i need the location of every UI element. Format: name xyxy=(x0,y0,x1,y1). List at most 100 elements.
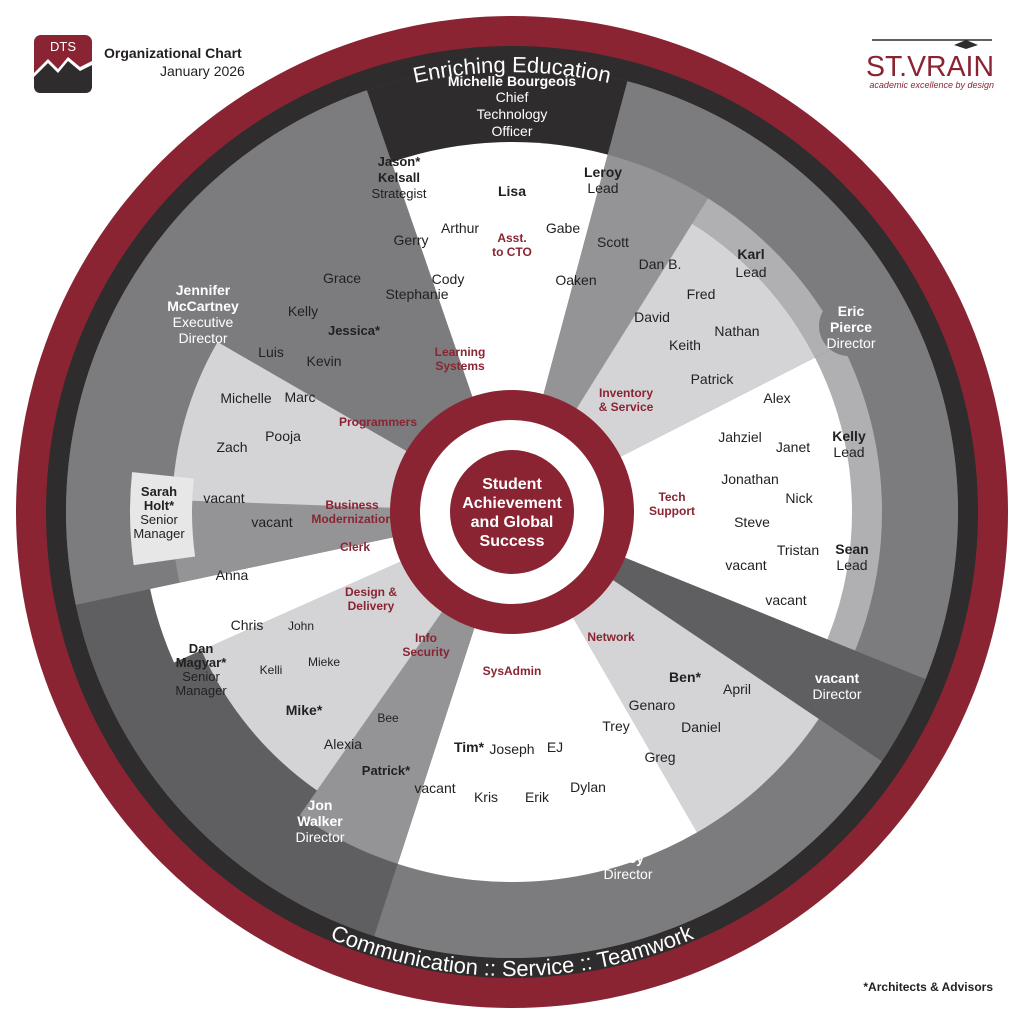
jennifer-title: Director xyxy=(178,330,227,346)
member: April xyxy=(723,681,751,697)
member: Zach xyxy=(216,439,247,455)
cto-title: Officer xyxy=(492,123,533,139)
eric-name: Pierce xyxy=(830,319,872,335)
gina-name: Gina xyxy=(612,834,643,850)
team-label: Support xyxy=(649,504,695,518)
asst-title: Asst. xyxy=(497,231,526,245)
stvrain-tagline: academic excellence by design xyxy=(869,80,994,90)
strategist-name: Jason* xyxy=(378,154,422,169)
member: Genaro xyxy=(629,697,676,713)
member: Erik xyxy=(525,789,550,805)
center-line: and Global xyxy=(471,514,554,531)
member: Anna xyxy=(216,567,249,583)
member: Jessica* xyxy=(328,323,381,338)
sarah-title: Manager xyxy=(133,526,185,541)
sarah-name: Holt* xyxy=(144,498,175,513)
eric-badge xyxy=(819,296,879,356)
center-line: Success xyxy=(480,533,545,550)
team-label: SysAdmin xyxy=(483,664,542,678)
member: Michelle xyxy=(220,390,272,406)
center-line: Student xyxy=(482,476,542,493)
center-line: Achievement xyxy=(462,495,562,512)
stvrain-name: ST.VRAIN xyxy=(866,51,994,83)
member: Dylan xyxy=(570,779,606,795)
member: Jonathan xyxy=(721,471,779,487)
kelly-name: Kelly xyxy=(832,428,866,444)
member: David xyxy=(634,309,670,325)
member: Tim* xyxy=(454,739,485,755)
member: EJ xyxy=(547,739,563,755)
jennifer-name: Jennifer xyxy=(176,282,231,298)
leroy-name: Leroy xyxy=(584,164,622,180)
team-label: Programmers xyxy=(339,415,417,429)
strategist-title: Strategist xyxy=(372,186,427,201)
member: Kelli xyxy=(260,663,283,677)
cto-name: Michelle Bourgeois xyxy=(448,73,577,89)
chart-date: January 2026 xyxy=(160,63,245,79)
team-label: Tech xyxy=(658,490,685,504)
member: Mike* xyxy=(286,702,323,718)
sean-name: Sean xyxy=(835,541,868,557)
member: vacant xyxy=(725,557,766,573)
dan-title: Senior xyxy=(182,669,220,684)
member: Kelly xyxy=(288,303,318,319)
jennifer-title: Executive xyxy=(173,314,234,330)
jon-title: Director xyxy=(295,829,344,845)
member: Nathan xyxy=(714,323,759,339)
cto-title: Chief xyxy=(496,89,529,105)
eric-name: Eric xyxy=(838,303,865,319)
vacant-director-title: Director xyxy=(812,686,861,702)
dan-name: Dan xyxy=(189,641,214,656)
asst-sector xyxy=(391,141,608,512)
member: Patrick xyxy=(691,371,735,387)
sarah-name: Sarah xyxy=(141,484,177,499)
member: Jahziel xyxy=(718,429,762,445)
member: Chris xyxy=(231,617,264,633)
team-label: Info xyxy=(415,631,437,645)
dts-logo-text: DTS xyxy=(50,39,76,54)
tech-support-sector xyxy=(512,357,852,640)
member: Mieke xyxy=(308,655,340,669)
eric-title: Director xyxy=(826,335,875,351)
member: Scott xyxy=(597,234,629,250)
strategist-name: Kelsall xyxy=(378,170,420,185)
gina-name: Lacy xyxy=(612,850,644,866)
member: Daniel xyxy=(681,719,721,735)
dts-logo: DTS xyxy=(34,35,92,93)
leroy-title: Lead xyxy=(587,180,618,196)
team-label: Business xyxy=(325,498,379,512)
dan-name: Magyar* xyxy=(176,655,228,670)
vacant-director-name: vacant xyxy=(815,670,860,686)
footnote: *Architects & Advisors xyxy=(863,980,993,994)
member: Dan B. xyxy=(639,256,682,272)
asst-name: Lisa xyxy=(498,183,526,199)
member: Kevin xyxy=(306,353,341,369)
member: Gerry xyxy=(394,232,429,248)
member: vacant xyxy=(251,514,292,530)
kelly-title: Lead xyxy=(833,444,864,460)
member: Tristan xyxy=(777,542,819,558)
team-label: Inventory xyxy=(599,386,653,400)
member: Oaken xyxy=(555,272,596,288)
sarah-box xyxy=(130,472,196,566)
member: Grace xyxy=(323,270,361,286)
team-label: Learning xyxy=(435,345,486,359)
team-label: Modernization xyxy=(311,512,392,526)
jennifer-name: McCartney xyxy=(167,298,239,314)
member: Fred xyxy=(687,286,716,302)
sean-title: Lead xyxy=(836,557,867,573)
jon-name: Walker xyxy=(297,813,343,829)
cto-title: Technology xyxy=(477,106,548,122)
member: Patrick* xyxy=(362,763,411,778)
team-label: Design & xyxy=(345,585,397,599)
member: Gabe xyxy=(546,220,580,236)
team-label: Clerk xyxy=(340,540,370,554)
team-label: Security xyxy=(402,645,450,659)
team-label: Systems xyxy=(435,359,485,373)
member: Keith xyxy=(669,337,701,353)
team-label: Network xyxy=(587,630,635,644)
gina-title: Director xyxy=(603,866,652,882)
member: Marc xyxy=(284,389,315,405)
